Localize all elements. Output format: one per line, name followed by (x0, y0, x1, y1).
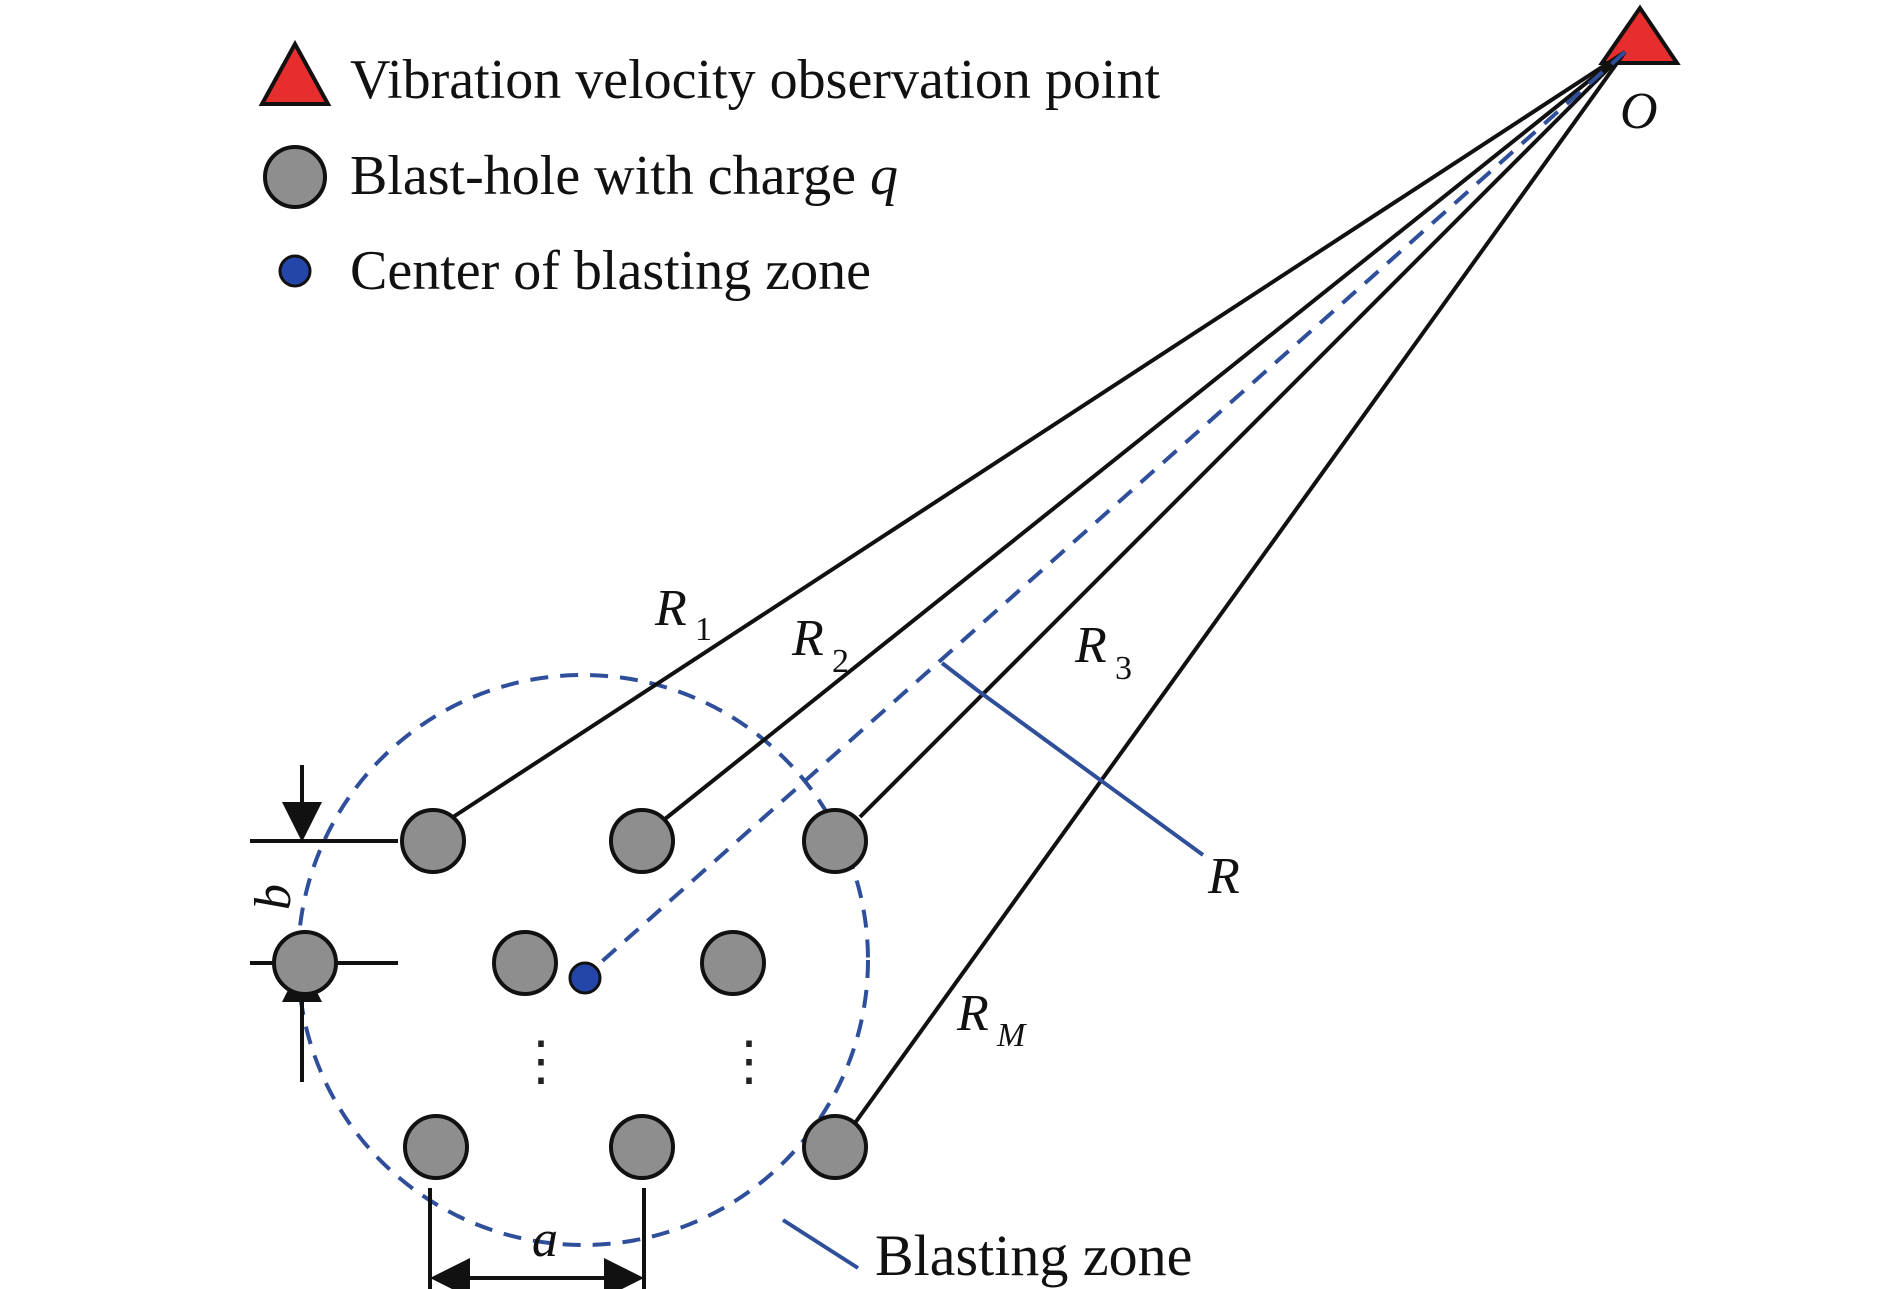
blast-hole-row2-col2 (492, 930, 558, 996)
b-label: b (245, 884, 302, 910)
R1-label: R 1 (654, 580, 712, 648)
blast-hole-row2-col3 (700, 930, 766, 996)
R1-main-label: R (654, 580, 687, 637)
R-label: R (1207, 848, 1240, 905)
R1-subscript-label: 1 (695, 611, 712, 648)
R2-main-label: R (791, 610, 824, 667)
blast-hole-row1-col1 (400, 808, 466, 874)
R2-label: R 2 (791, 610, 849, 680)
RM-subscript-label: M (996, 1017, 1027, 1054)
R3-main-label: R (1074, 617, 1107, 674)
distance-line-R1 (448, 50, 1627, 821)
blasting-zone-label: Blasting zone (875, 1223, 1192, 1288)
ellipsis-left: ⋮ (514, 1031, 568, 1091)
blast-hole-row3-col1 (403, 1114, 469, 1180)
legend-center-dot-icon (278, 254, 312, 288)
blasting-zone-circle (296, 673, 870, 1247)
blast-hole-row2-col1 (272, 930, 338, 996)
legend-observation-point-label: Vibration velocity observation point (350, 49, 1160, 111)
R-leader-line (940, 661, 1205, 857)
legend-blast-hole-circle-icon (263, 145, 327, 209)
center-distance-line-R (588, 50, 1627, 974)
legend-blast-hole-variable: q (870, 145, 898, 207)
blasting-zone-leader-line (781, 1218, 860, 1270)
legend-center-label: Center of blasting zone (350, 240, 871, 302)
R3-subscript-label: 3 (1115, 650, 1132, 687)
R2-subscript-label: 2 (832, 643, 849, 680)
ellipsis-right: ⋮ (722, 1031, 776, 1091)
R3-label: R 3 (1074, 617, 1132, 687)
observation-point-triangle-icon (1598, 4, 1681, 65)
legend-observation-point-triangle-icon (258, 39, 332, 106)
blasting-zone-center-dot (568, 961, 602, 995)
distance-line-RM (853, 50, 1627, 1125)
legend: Vibration velocity observation point Bla… (258, 39, 1160, 302)
blast-hole-grid (272, 808, 868, 1180)
distance-line-R3 (858, 50, 1627, 819)
RM-main-label: R (956, 985, 989, 1042)
a-label: a (532, 1211, 558, 1268)
blast-hole-row3-col2 (609, 1114, 675, 1180)
legend-blast-hole-text: Blast-hole with charge (350, 145, 870, 207)
blast-hole-row1-col3 (802, 808, 868, 874)
blast-hole-row1-col2 (609, 808, 675, 874)
legend-blast-hole-label: Blast-hole with charge q (350, 145, 898, 207)
distance-line-R2 (663, 50, 1627, 821)
origin-label: O (1620, 83, 1658, 140)
RM-label: R M (956, 985, 1027, 1054)
blast-hole-row3-col3 (802, 1114, 868, 1180)
